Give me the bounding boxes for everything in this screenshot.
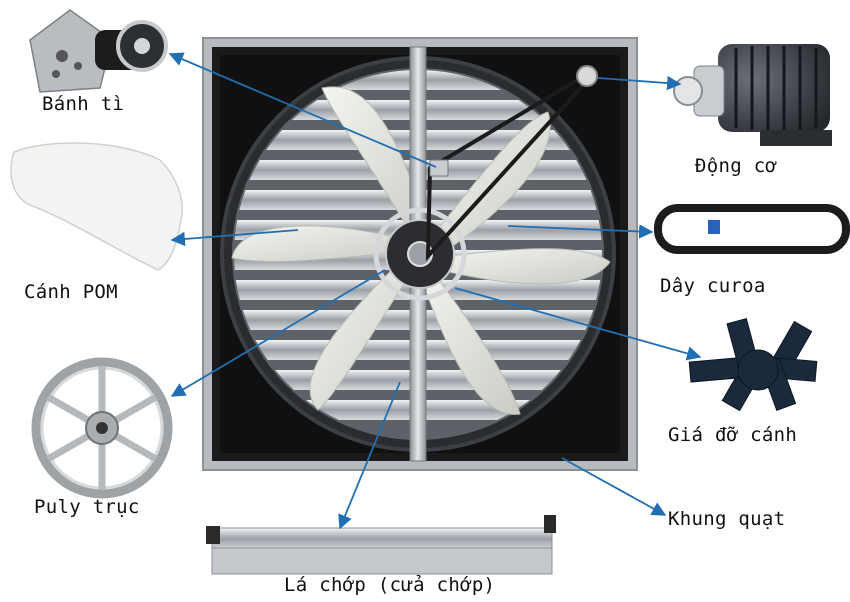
idler-pulley-part (29, 9, 168, 93)
label-pom-blade: Cánh POM (24, 281, 118, 303)
arrow-day-curoa (507, 224, 654, 239)
label-blade-carrier: Giá đỡ cánh (668, 424, 798, 446)
arrow-dong-co (597, 75, 682, 91)
arrow-gia-do (454, 287, 702, 361)
shaft-pulley-part (31, 357, 173, 499)
v-belt-part (654, 204, 850, 254)
label-fan-frame: Khung quạt (668, 508, 786, 530)
blade-carrier-part (688, 318, 818, 412)
label-v-belt: Dây curoa (660, 275, 766, 297)
label-idler-pulley: Bánh tì (42, 93, 125, 115)
label-motor: Động cơ (695, 155, 778, 177)
pom-blade-part (10, 142, 183, 271)
arrow-puly-truc (170, 269, 386, 397)
label-shaft-pulley: Puly trục (34, 496, 140, 518)
arrow-khung (561, 457, 667, 516)
motor-part (673, 44, 832, 146)
arrow-banh-ti (168, 52, 437, 168)
arrow-la-chop (338, 381, 401, 530)
arrow-canh-pom (170, 229, 299, 247)
louver-blade-part (206, 515, 556, 575)
exhaust-fan (202, 37, 638, 471)
label-louver: Lá chớp (cửa chớp) (284, 574, 496, 596)
leader-arrows (168, 52, 702, 530)
